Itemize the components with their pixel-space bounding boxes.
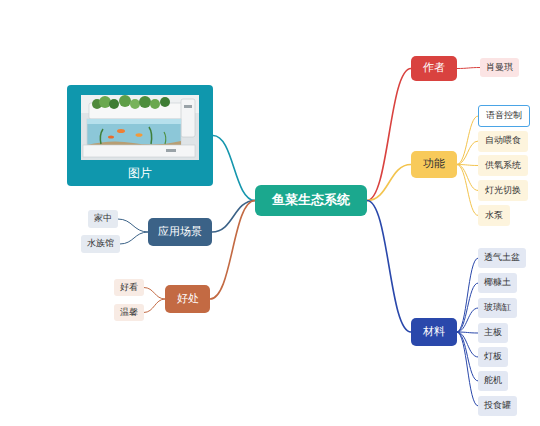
leaf-topic: 玻璃缸 — [478, 298, 517, 318]
branch-connector — [457, 308, 478, 332]
leaf-topic: 灯板 — [478, 347, 508, 367]
topic-text: 好处 — [177, 293, 199, 305]
leaf-topic: 投食罐 — [478, 396, 517, 416]
topic-text: 透气土盆 — [484, 253, 520, 263]
branch-connector — [210, 201, 255, 300]
topic-text: 水泵 — [485, 211, 503, 221]
branch-connector — [457, 68, 480, 69]
leaf-topic: 水族馆 — [81, 235, 120, 253]
branch-connector — [367, 69, 411, 201]
topic-text: 功能 — [423, 158, 445, 170]
branch-connector — [367, 201, 411, 333]
branch-connector — [212, 201, 255, 233]
leaf-topic: 舵机 — [478, 371, 508, 391]
branch-topic: 功能 — [411, 151, 457, 178]
branch-connector — [457, 332, 478, 406]
leaf-topic: 水泵 — [478, 205, 510, 226]
topic-text: 水族馆 — [87, 239, 114, 249]
leaf-topic: 自动喂食 — [478, 131, 528, 152]
branch-connector — [120, 232, 148, 244]
branch-topic: 应用场景 — [148, 218, 212, 246]
branch-connector — [118, 219, 148, 232]
topic-text: 投食罐 — [484, 401, 511, 411]
leaf-topic-selected: 语音控制 — [478, 105, 530, 127]
leaf-topic: 温馨 — [114, 304, 144, 321]
branch-connector — [144, 299, 165, 313]
topic-text: 主板 — [484, 328, 502, 338]
leaf-topic: 家中 — [88, 210, 118, 228]
topic-text: 供氧系统 — [485, 161, 521, 171]
topic-text: 材料 — [423, 326, 445, 338]
branch-connector — [457, 116, 478, 165]
branch-connector — [144, 288, 165, 300]
image-topic: 图片 — [67, 85, 213, 186]
topic-text: 语音控制 — [486, 111, 522, 121]
leaf-topic: 供氧系统 — [478, 155, 528, 176]
branch-topic: 好处 — [165, 285, 210, 313]
topic-text: 玻璃缸 — [484, 303, 511, 313]
topic-text: 椰糠土 — [484, 278, 511, 288]
branch-connector — [213, 136, 255, 201]
branch-connector — [457, 332, 478, 357]
leaf-topic: 肖曼琪 — [480, 58, 519, 77]
topic-text: 鱼菜生态系统 — [272, 193, 350, 207]
branch-connector — [457, 165, 478, 216]
branch-connector — [457, 283, 478, 332]
topic-text: 灯光切换 — [485, 186, 521, 196]
branch-connector — [457, 332, 478, 381]
branch-topic: 材料 — [411, 318, 457, 346]
topic-text: 肖曼琪 — [486, 63, 513, 73]
central-topic: 鱼菜生态系统 — [255, 185, 367, 216]
topic-text: 灯板 — [484, 352, 502, 362]
topic-text: 图片 — [128, 167, 152, 180]
leaf-topic: 灯光切换 — [478, 180, 528, 201]
topic-text: 舵机 — [484, 376, 502, 386]
topic-text: 温馨 — [120, 308, 138, 318]
branch-connector — [367, 165, 411, 201]
leaf-topic: 好看 — [114, 279, 144, 296]
topic-text: 作者 — [423, 62, 445, 74]
leaf-topic: 透气土盆 — [478, 248, 526, 268]
topic-text: 应用场景 — [158, 226, 202, 238]
leaf-topic: 主板 — [478, 323, 508, 343]
branch-connector — [457, 141, 478, 165]
branch-topic: 作者 — [411, 56, 457, 81]
branch-connector — [457, 258, 478, 332]
leaf-topic: 椰糠土 — [478, 273, 517, 293]
topic-text: 好看 — [120, 283, 138, 293]
topic-text: 自动喂食 — [485, 136, 521, 146]
topic-text: 家中 — [94, 214, 112, 224]
branch-connector — [457, 165, 478, 191]
aquarium-illustration — [81, 95, 199, 160]
